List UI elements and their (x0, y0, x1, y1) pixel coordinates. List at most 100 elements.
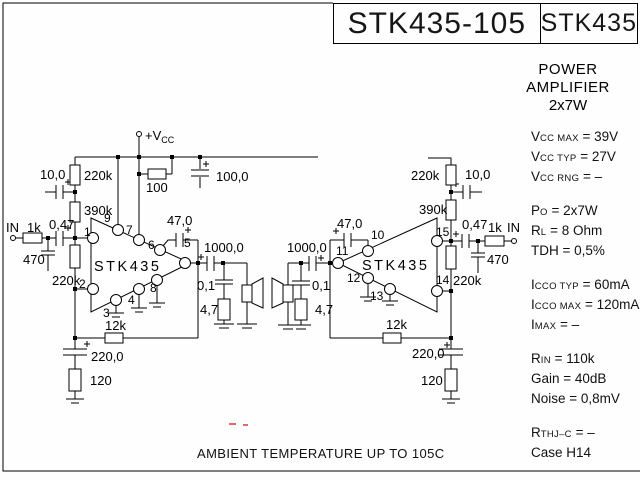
pin-circle (87, 283, 99, 295)
spec-part: Case H14 (531, 445, 592, 460)
spec-part: = 2x7W (547, 203, 598, 218)
spec-part: CC MAX (540, 133, 579, 144)
spec-part: R (531, 425, 541, 440)
cap-label: 0,47 (49, 217, 74, 232)
cap-label: 10,0 (40, 167, 65, 182)
pin-number: 12 (347, 271, 361, 285)
spec-line: ICCO TYP = 60mA (531, 275, 639, 295)
res-label: 12k (105, 318, 126, 333)
res-label: 1k (27, 220, 41, 235)
pin-number: 11 (336, 244, 349, 258)
resistor-4_7-right (294, 298, 308, 321)
spec-part: Gain = 40dB (531, 371, 607, 386)
input-terminal-right (511, 238, 517, 244)
res-label: 390k (419, 202, 448, 217)
input-terminal-left (10, 235, 16, 241)
spec-line: RIN = 110k (531, 349, 639, 369)
subtitle: POWER AMPLIFIER 2x7W (500, 61, 636, 115)
resistor-120-left (68, 368, 82, 392)
pin-circles-left (87, 224, 191, 306)
cap-label: 0,1 (312, 278, 330, 293)
spec-part: R (531, 351, 541, 366)
resistor-220k-top-left (69, 164, 81, 186)
res-label: 220k (52, 273, 81, 288)
spec-line: VCC MAX = 39V (531, 127, 639, 147)
resistor-1k-left (22, 232, 43, 244)
spec-part: THJ–C (540, 429, 572, 440)
res-label: 220k (453, 273, 482, 288)
spec-part: CCO MAX (534, 301, 582, 312)
resistor-120-right (444, 368, 458, 392)
cap-label: 220,0 (412, 346, 445, 361)
cap-label: 470 (23, 252, 45, 267)
spec-line: RTHJ–C = – (531, 423, 639, 443)
spec-part: V (531, 169, 541, 184)
pin-number: 7 (126, 223, 133, 237)
left-wires (15, 137, 318, 399)
resistor-390k-right (445, 199, 457, 221)
spec-part: L (540, 227, 547, 238)
spec-part: = 60mA (578, 277, 630, 292)
spec-part: I (531, 297, 535, 312)
pin-number: 1 (84, 225, 91, 239)
res-label: 12k (386, 317, 407, 332)
spec-line: Case H14 (531, 443, 639, 463)
ic-label-right: STK435 (362, 258, 429, 274)
res-label: 100 (146, 180, 168, 195)
spec-part: CC RNG (540, 173, 580, 184)
spec-part: I (531, 277, 535, 292)
spec-part: = 120mA (581, 297, 640, 312)
left-polarity-marks (65, 161, 209, 347)
red-speck (229, 423, 236, 425)
title-model: STK435 (540, 9, 637, 37)
pin-circle (151, 274, 163, 286)
title-block: STK435-105 STK435 (333, 3, 638, 44)
vcc-terminal (136, 131, 142, 137)
drawing-frame (2, 2, 640, 472)
spec-part: V (531, 129, 541, 144)
pin-circle (154, 244, 166, 256)
spec-part: V (531, 149, 541, 164)
pin-number: 2 (79, 277, 86, 291)
spec-part: TDH = 0,5% (531, 243, 605, 258)
res-label: 4,7 (200, 302, 218, 317)
right-ground-symbols (278, 296, 460, 404)
spec-part: CC TYP (540, 153, 577, 164)
red-speck (243, 424, 248, 426)
cap-label: 1000,0 (204, 240, 244, 255)
cap-label: 10,0 (465, 167, 490, 182)
pin-circle (431, 285, 443, 297)
spec-part: = 8 Ohm (546, 223, 603, 238)
pin-circle (133, 283, 145, 295)
speaker-left (241, 277, 264, 309)
spec-part: = – (571, 425, 595, 440)
pin-circle (110, 294, 122, 306)
spec-part: IN (540, 355, 551, 366)
resistor-220k-input-left (69, 244, 81, 269)
spec-part: Noise = 0,8mV (531, 391, 620, 406)
cap-label: 220,0 (91, 349, 124, 364)
pin-number: 13 (370, 289, 384, 303)
spec-line: IMAX = – (531, 315, 639, 335)
res-label: 1k (488, 220, 502, 235)
pin-number: 4 (128, 293, 135, 307)
res-label: 220k (411, 168, 440, 183)
spec-part: P (531, 203, 541, 218)
resistor-220k-top-right (445, 164, 457, 186)
spec-part: O (540, 207, 548, 218)
pin-circle (384, 283, 396, 295)
spec-part: CCO TYP (534, 281, 579, 292)
spec-part: = – (556, 317, 580, 332)
spec-line: Noise = 0,8mV (531, 389, 639, 409)
title-model-combo: STK435-105 (334, 4, 541, 43)
pin-number: 14 (436, 273, 450, 287)
ic-label-left: STK435 (94, 259, 161, 275)
pin-circles-right (332, 235, 443, 297)
pin-number: 15 (436, 225, 450, 239)
